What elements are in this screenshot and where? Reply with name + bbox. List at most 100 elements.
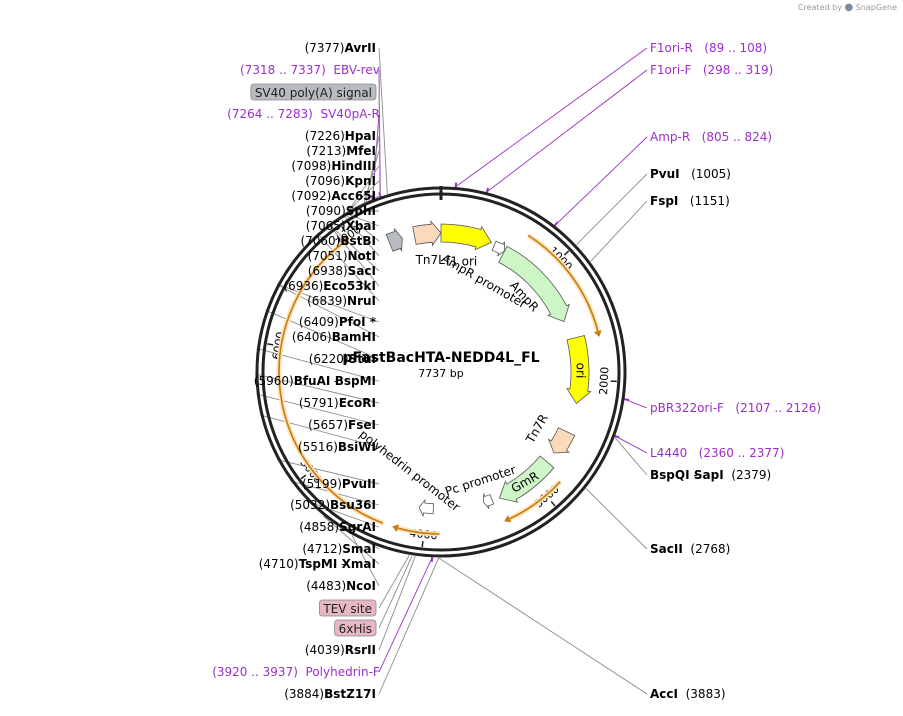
tev-site-leader bbox=[378, 555, 410, 609]
kpni-label: (7096) bbox=[305, 174, 349, 188]
l4440-label: (2360 .. 2377) bbox=[687, 446, 784, 460]
rsrii-leader bbox=[378, 556, 416, 651]
hindiii-enzyme-label: HindIII bbox=[331, 159, 376, 173]
eco53ki-enzyme-label: Eco53kI bbox=[323, 279, 376, 293]
pvui-label: (1005) bbox=[680, 167, 731, 181]
sv40-poly-a-signal-label: SV40 poly(A) signal bbox=[255, 86, 372, 100]
pfoi-label: (6409) bbox=[299, 315, 343, 329]
f1ori-f-label: (298 .. 319) bbox=[691, 63, 773, 77]
fsei-leader bbox=[256, 393, 380, 426]
hpai-leader bbox=[365, 135, 380, 202]
sv40-poly-a-signal-box bbox=[250, 83, 377, 101]
6xhis-label: 6xHis bbox=[339, 622, 372, 636]
feature-ampr-promoter bbox=[491, 240, 506, 257]
feature-tn7l bbox=[412, 220, 442, 247]
orf-arc bbox=[278, 241, 384, 524]
amp-r-leader bbox=[554, 136, 648, 226]
sgrai-label: (4858) bbox=[299, 520, 343, 534]
ncoi-label: (4483) bbox=[306, 579, 350, 593]
feature-polyhedrin-promoter bbox=[418, 498, 435, 518]
orf-arrowhead bbox=[341, 238, 350, 246]
bsiwi-enzyme-label: BsiWI bbox=[338, 440, 376, 454]
pbr322ori-f-label: (2107 .. 2126) bbox=[724, 401, 821, 415]
acc65i-enzyme-label: Acc65I bbox=[331, 189, 376, 203]
tspmi-enzyme-label: XmaI bbox=[342, 557, 376, 571]
credit-brand: SnapGene bbox=[855, 3, 897, 12]
bspqi-enzyme-label: BspQI bbox=[650, 468, 690, 482]
bamhi-enzyme-label: BamHI bbox=[332, 330, 376, 344]
bsiwi-leader bbox=[259, 414, 380, 448]
fspi-leader bbox=[590, 200, 648, 262]
bstz17i-label: (3884) bbox=[284, 687, 328, 701]
nrui-leader bbox=[316, 233, 380, 302]
fspi-label: (1151) bbox=[678, 194, 729, 208]
xbai-enzyme-label: XbaI bbox=[346, 219, 376, 233]
sacii-leader bbox=[585, 488, 648, 550]
pbr322ori-f-label: pBR322ori-F bbox=[650, 401, 724, 415]
orf-arrowhead bbox=[392, 524, 399, 533]
tspmi-label: (4710) bbox=[259, 557, 303, 571]
tev-site-box bbox=[318, 599, 377, 617]
bstz17i-leader bbox=[378, 557, 440, 695]
amp-r-label: Amp-R bbox=[650, 130, 690, 144]
xbai-leader bbox=[344, 212, 380, 227]
bfuai-label: - bbox=[330, 374, 342, 388]
fspi-enzyme-label: FspI bbox=[650, 194, 678, 208]
feature-f1-ori bbox=[440, 223, 492, 251]
orf-arc bbox=[397, 527, 440, 535]
feature-pc-promoter bbox=[483, 493, 495, 510]
feature-label: f1 ori bbox=[446, 254, 477, 268]
xbai-label: (7065) bbox=[306, 219, 350, 233]
avrii-enzyme-label: AvrII bbox=[344, 41, 376, 55]
tick-mark bbox=[550, 500, 556, 507]
bamhi-leader bbox=[276, 284, 380, 338]
feature-ori bbox=[566, 334, 592, 405]
7318-7337-ebv-rev-label: (7318 .. 7337) EBV-rev bbox=[240, 63, 380, 77]
feature-label: Tn7R bbox=[523, 412, 551, 447]
fsei-label: (5657) bbox=[308, 418, 352, 432]
f1ori-r-label: F1ori-R bbox=[650, 41, 693, 55]
f1ori-r-label: (89 .. 108) bbox=[693, 41, 767, 55]
bsiwi-label: (5516) bbox=[298, 440, 342, 454]
sgrai-leader bbox=[306, 500, 380, 528]
sphi-label: (7090) bbox=[306, 204, 350, 218]
noti-enzyme-label: NotI bbox=[348, 249, 377, 263]
bsu36i-label: (5032) bbox=[290, 498, 334, 512]
hpai-enzyme-label: HpaI bbox=[345, 129, 376, 143]
bspqi-label: (2379) bbox=[724, 468, 772, 482]
acci-leader bbox=[438, 557, 648, 695]
bsu36i-enzyme-label: Bsu36I bbox=[330, 498, 376, 512]
sgrai-enzyme-label: SgrAI bbox=[339, 520, 376, 534]
feature-label: ori bbox=[573, 363, 587, 379]
bspqi-leader bbox=[614, 437, 648, 476]
credit-badge: Created by ● SnapGene bbox=[798, 2, 897, 13]
feature-label: Tn7L bbox=[415, 253, 446, 267]
tspmi-enzyme-label: TspMI bbox=[299, 557, 338, 571]
7264-7283-sv40pa-r-label: (7264 .. 7283) SV40pA-R bbox=[227, 107, 380, 121]
feature-ampr bbox=[498, 245, 570, 323]
smai-label: (4712) bbox=[302, 542, 346, 556]
avrii-leader bbox=[378, 47, 388, 194]
pvui-leader bbox=[576, 173, 648, 245]
f1ori-r-leader bbox=[455, 47, 648, 187]
stui-leader bbox=[265, 309, 380, 360]
ecori-leader bbox=[254, 373, 380, 404]
saci-leader bbox=[328, 223, 380, 272]
acci-enzyme-label: AccI bbox=[650, 687, 678, 701]
bspqi-enzyme-label: SapI bbox=[694, 468, 724, 482]
ecori-label: (5791) bbox=[299, 396, 343, 410]
6xhis-leader bbox=[378, 555, 413, 629]
bfuai-leader bbox=[256, 347, 380, 382]
mfei-label: (7213) bbox=[306, 144, 350, 158]
acci-label: (3883) bbox=[678, 687, 726, 701]
pvui-enzyme-label: PvuI bbox=[650, 167, 680, 181]
pfoi-leader bbox=[276, 283, 380, 323]
pvuii-enzyme-label: PvuII bbox=[342, 477, 376, 491]
acc65i-leader bbox=[347, 195, 380, 212]
orf-arc bbox=[509, 481, 561, 520]
pvuii-leader bbox=[276, 459, 380, 485]
orf-arrowhead bbox=[593, 330, 602, 337]
orf-arrowhead bbox=[504, 515, 512, 523]
ecori-enzyme-label: EcoRI bbox=[339, 396, 376, 410]
